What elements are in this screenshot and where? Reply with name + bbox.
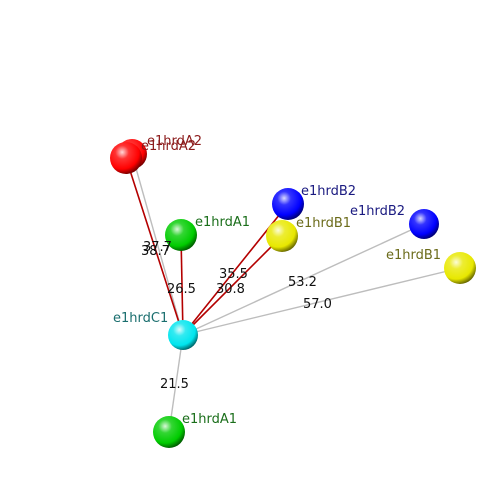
edges-layer	[125, 153, 461, 433]
node-a1-bottom	[153, 416, 185, 448]
edge-c1-b2_far	[182, 223, 425, 336]
edge-distance-label: 35.5	[219, 267, 248, 282]
edge-c1-a1_bottom	[168, 334, 184, 433]
node-label: e1hrdA2	[147, 134, 202, 149]
node-b1-near	[266, 220, 298, 252]
edge-c1-a2_back	[131, 153, 184, 336]
edge-distance-label: 37.7	[143, 240, 172, 255]
node-a1-top	[165, 219, 197, 251]
edge-distance-label: 38.7	[141, 244, 170, 259]
node-label: e1hrdA2	[141, 139, 196, 154]
edge-distance-label: 26.5	[167, 282, 196, 297]
node-label: e1hrdB1	[296, 216, 351, 231]
edge-distance-label: 53.2	[288, 275, 317, 290]
node-label: e1hrdB2	[301, 184, 356, 199]
node-label: e1hrdA1	[195, 215, 250, 230]
node-b2-near	[272, 188, 304, 220]
edge-distance-label: 57.0	[303, 297, 332, 312]
node-b2-far	[409, 209, 439, 239]
node-label: e1hrdB1	[386, 248, 441, 263]
node-label: e1hrdA1	[182, 412, 237, 427]
edge-c1-b1_far	[182, 267, 461, 336]
nodes-layer	[110, 139, 476, 448]
node-c1	[168, 320, 198, 350]
node-a2-front	[110, 142, 142, 174]
node-label: e1hrdC1	[113, 311, 168, 326]
edge-distance-label: 30.8	[216, 282, 245, 297]
edge-c1-a1_top	[180, 234, 184, 336]
node-label: e1hrdB2	[350, 204, 405, 219]
edge-c1-a2_front	[125, 157, 184, 336]
edge-distance-label: 21.5	[160, 377, 189, 392]
node-b1-far	[444, 252, 476, 284]
edge-c1-b1_near	[182, 235, 283, 336]
